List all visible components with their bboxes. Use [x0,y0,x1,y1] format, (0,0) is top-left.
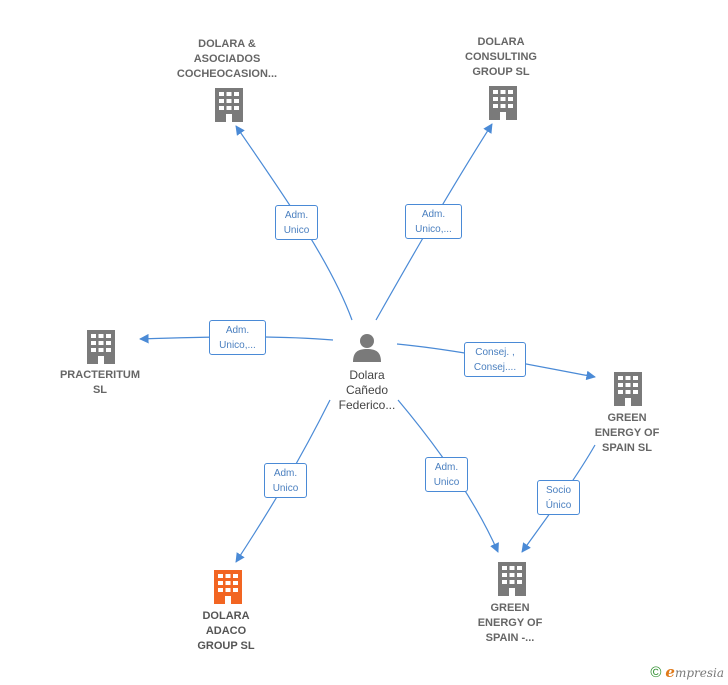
edge-label-line: Unico [272,483,299,494]
edge-label-adaco[interactable]: Adm. Unico [264,463,307,498]
person-label-line: Cañedo [345,383,389,397]
person-label-line: Federico... [338,398,396,412]
node-label-line: GROUP SL [197,640,255,652]
node-label-line: GREEN [607,412,647,424]
edge-label-line: Adm. [225,325,250,336]
edge-label-line: Consej. , [475,347,515,358]
node-label-green[interactable]: GREEN ENERGY OF SPAIN SL [577,411,677,456]
brand-name: mpresia [674,666,724,680]
building-icon-adaco[interactable] [214,570,242,604]
node-label-practeritum[interactable]: PRACTERITUM SL [40,368,160,398]
node-label-line: SL [92,384,108,396]
node-label-line: ASOCIADOS [193,53,261,65]
edge-label-green[interactable]: Consej. , Consej.... [464,342,526,377]
edge-label-consulting[interactable]: Adm. Unico,... [405,204,462,239]
building-icon-asociados[interactable] [215,88,243,122]
node-label-line: CONSULTING [465,51,537,63]
building-icon-green2[interactable] [498,562,526,596]
person-label[interactable]: Dolara Cañedo Federico... [317,368,417,413]
building-icon-green[interactable] [614,372,642,406]
person-icon[interactable] [353,334,381,362]
node-label-line: DOLARA [477,36,525,48]
node-label-asociados[interactable]: DOLARA & ASOCIADOS COCHEOCASION... [167,37,287,82]
node-label-line: DOLARA & [198,38,256,50]
edge-label-line: Adm. [434,462,459,473]
edge-label-green2[interactable]: Adm. Unico [425,457,468,492]
node-label-line: PRACTERITUM [59,369,141,381]
edge-label-practeritum[interactable]: Adm. Unico,... [209,320,266,355]
node-label-green2[interactable]: GREEN ENERGY OF SPAIN -... [460,601,560,646]
node-label-line: ADACO [205,625,247,637]
brand-logo: empresia [665,663,724,681]
building-icon-consulting[interactable] [489,86,517,120]
node-label-adaco[interactable]: DOLARA ADACO GROUP SL [176,609,276,654]
edge-label-line: Consej.... [473,362,517,373]
copyright-footer: ©empresia [650,663,724,681]
building-icon-practeritum[interactable] [87,330,115,364]
edge-label-line: Unico [283,225,310,236]
edge-label-asociados[interactable]: Adm. Unico [275,205,318,240]
edge-label-socio[interactable]: Socio Único [537,480,580,515]
node-label-line: SPAIN SL [602,442,652,454]
edge-label-line: Unico,... [219,340,256,351]
edge-label-line: Adm. [273,468,298,479]
node-label-line: GROUP SL [472,66,530,78]
edge-label-line: Unico,... [415,224,452,235]
node-label-line: COCHEOCASION... [176,68,278,80]
node-label-line: ENERGY OF [594,427,660,439]
node-label-line: GREEN [490,602,530,614]
edge-label-line: Adm. [284,210,309,221]
edge-label-line: Adm. [421,209,446,220]
edge-label-line: Socio [545,485,571,496]
node-label-line: SPAIN -... [485,632,535,644]
copyright-icon: © [650,664,662,681]
edge-label-line: Unico [433,477,460,488]
node-label-line: DOLARA [202,610,250,622]
edge-label-line: Único [545,500,572,511]
person-label-line: Dolara [349,368,385,382]
node-label-line: ENERGY OF [477,617,543,629]
brand-initial: e [665,663,675,681]
node-label-consulting[interactable]: DOLARA CONSULTING GROUP SL [441,35,561,80]
